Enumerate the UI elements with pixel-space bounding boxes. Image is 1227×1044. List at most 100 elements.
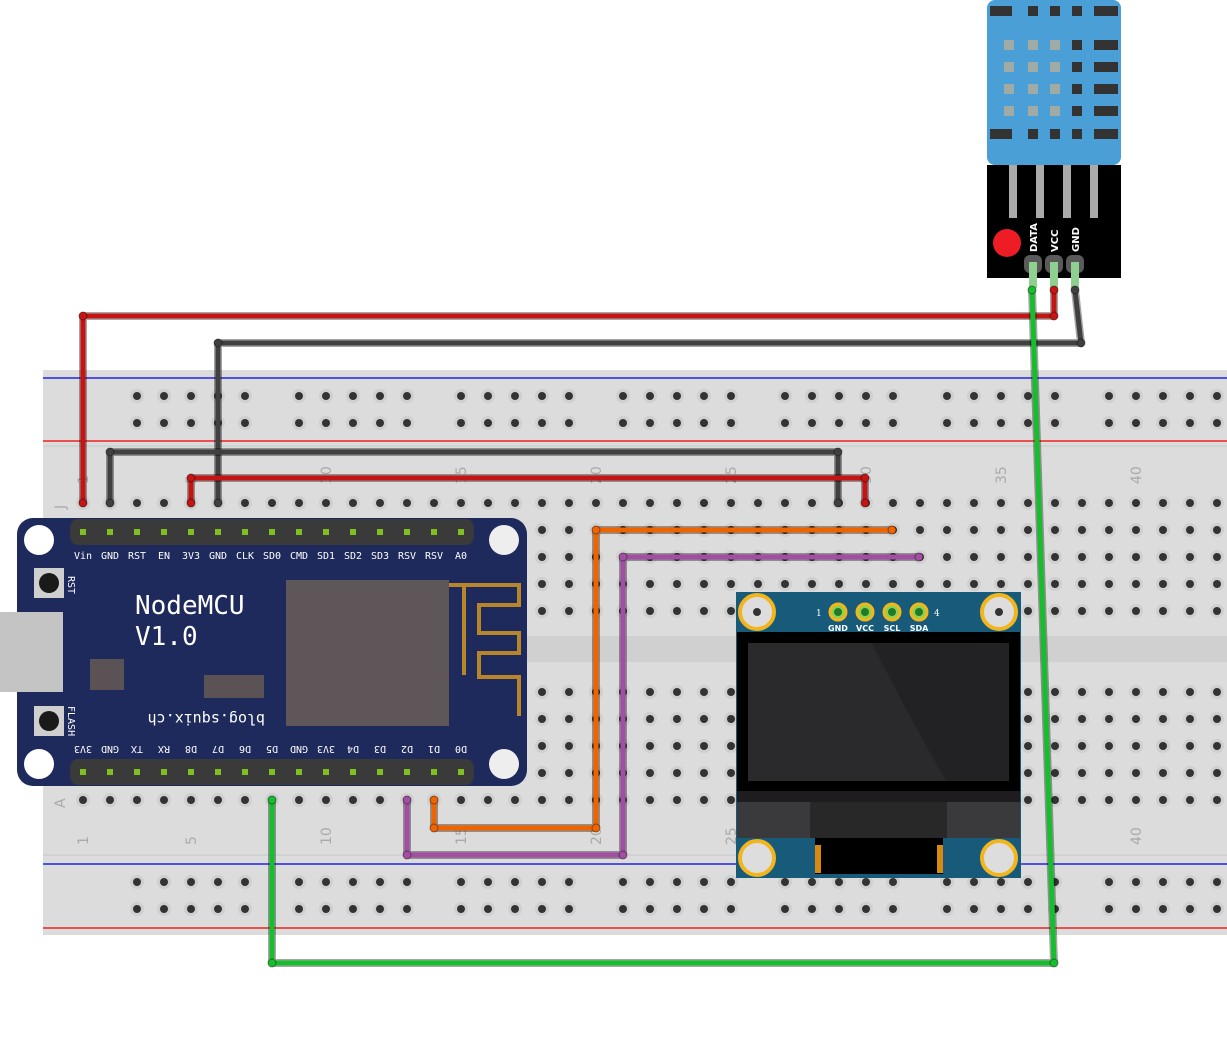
header-pin (161, 529, 167, 535)
breadboard-hole-center (1078, 526, 1086, 534)
breadboard-hole-center (700, 742, 708, 750)
dht-pin-label: GND (1071, 227, 1082, 252)
rail-hole-center (403, 419, 411, 427)
rail-hole-center (322, 419, 330, 427)
dht-vent (1028, 62, 1038, 72)
breadboard-hole-center (997, 580, 1005, 588)
breadboard-hole-center (808, 580, 816, 588)
pin-label-top: A0 (455, 551, 467, 562)
header-pin (188, 529, 194, 535)
oled-pin-center (915, 608, 923, 616)
rail-hole-center (997, 905, 1005, 913)
breadboard-hole-center (970, 580, 978, 588)
rail-hole-center (619, 878, 627, 886)
wire-endpoint (1076, 338, 1086, 348)
breadboard-hole-center (1186, 526, 1194, 534)
breadboard-hole-center (1078, 580, 1086, 588)
pin-label-bottom: 3V3 (74, 743, 92, 754)
rail-hole-center (1186, 905, 1194, 913)
dht-vent (1050, 84, 1060, 94)
breadboard-hole-center (673, 499, 681, 507)
column-number-bottom: 1 (76, 836, 92, 845)
rail-hole-center (943, 878, 951, 886)
breadboard-hole-center (781, 499, 789, 507)
dht-vent (1072, 129, 1082, 139)
pin-label-top: RST (128, 551, 146, 562)
rail-hole-center (349, 878, 357, 886)
breadboard-hole-center (1024, 742, 1032, 750)
header-pin (377, 769, 383, 775)
rail-hole-center (565, 419, 573, 427)
rail-hole-center (565, 392, 573, 400)
breadboard-hole-center (1105, 688, 1113, 696)
dht-vent (1050, 40, 1060, 50)
dht-vent-grid (990, 6, 1118, 139)
breadboard-hole-center (538, 580, 546, 588)
pin-index-first: 1 (816, 609, 822, 619)
breadboard-hole-center (1105, 499, 1113, 507)
rail-hole-center (1213, 878, 1221, 886)
breadboard-hole-center (1051, 769, 1059, 777)
breadboard-hole-center (1024, 796, 1032, 804)
breadboard-hole-center (1132, 607, 1140, 615)
rst-button-cap[interactable] (39, 573, 59, 593)
usb-connector-plug (0, 612, 63, 692)
dht-vent (1028, 84, 1038, 94)
wire-endpoint (402, 795, 412, 805)
breadboard-hole-center (160, 796, 168, 804)
breadboard-hole-center (727, 769, 735, 777)
rail-hole-center (214, 878, 222, 886)
breadboard-hole-center (1159, 688, 1167, 696)
breadboard-hole-center (646, 715, 654, 723)
dht-vent (1094, 129, 1118, 139)
header-pin (242, 769, 248, 775)
wire-endpoint (267, 958, 277, 968)
breadboard-hole-center (1051, 580, 1059, 588)
rail-hole-center (889, 878, 897, 886)
breadboard-hole-center (1051, 742, 1059, 750)
mount-hole-center (753, 608, 761, 616)
dht-vent (1028, 106, 1038, 116)
breadboard-hole-center (1051, 688, 1059, 696)
rail-hole-center (241, 419, 249, 427)
flash-button-cap[interactable] (39, 711, 59, 731)
dht-leg (1009, 160, 1017, 218)
screen-glare (872, 643, 1009, 781)
wire-endpoint (860, 498, 870, 508)
wire-endpoint (105, 447, 115, 457)
pin-label-bottom: GND (101, 743, 119, 754)
rail-hole-center (457, 878, 465, 886)
rail-hole-center (322, 905, 330, 913)
rail-hole-center (943, 392, 951, 400)
dht-vent (1094, 84, 1118, 94)
rail-hole-center (484, 905, 492, 913)
breadboard-hole-center (1132, 796, 1140, 804)
header-pin (269, 769, 275, 775)
breadboard-hole-center (133, 499, 141, 507)
breadboard-hole-center (484, 796, 492, 804)
breadboard-hole-center (1159, 580, 1167, 588)
rail-hole-center (970, 392, 978, 400)
pin-label-bottom: D2 (401, 743, 413, 754)
rail-hole-center (1132, 392, 1140, 400)
rail-hole-center (781, 419, 789, 427)
mount-hole (980, 839, 1018, 877)
pin-label-bottom: RX (158, 743, 170, 754)
breadboard-hole-center (538, 526, 546, 534)
dht-vent (1004, 40, 1014, 50)
oled-pin-center (834, 608, 842, 616)
breadboard-hole-center (727, 607, 735, 615)
column-number-bottom: 20 (589, 827, 605, 845)
wire-endpoint (618, 552, 628, 562)
breadboard-hole-center (1078, 553, 1086, 561)
dht-legs (1009, 160, 1098, 218)
board-version: V1.0 (135, 622, 198, 652)
header-pin (215, 769, 221, 775)
rail-hole-center (322, 878, 330, 886)
header-pin (458, 529, 464, 535)
breadboard-hole-center (673, 580, 681, 588)
